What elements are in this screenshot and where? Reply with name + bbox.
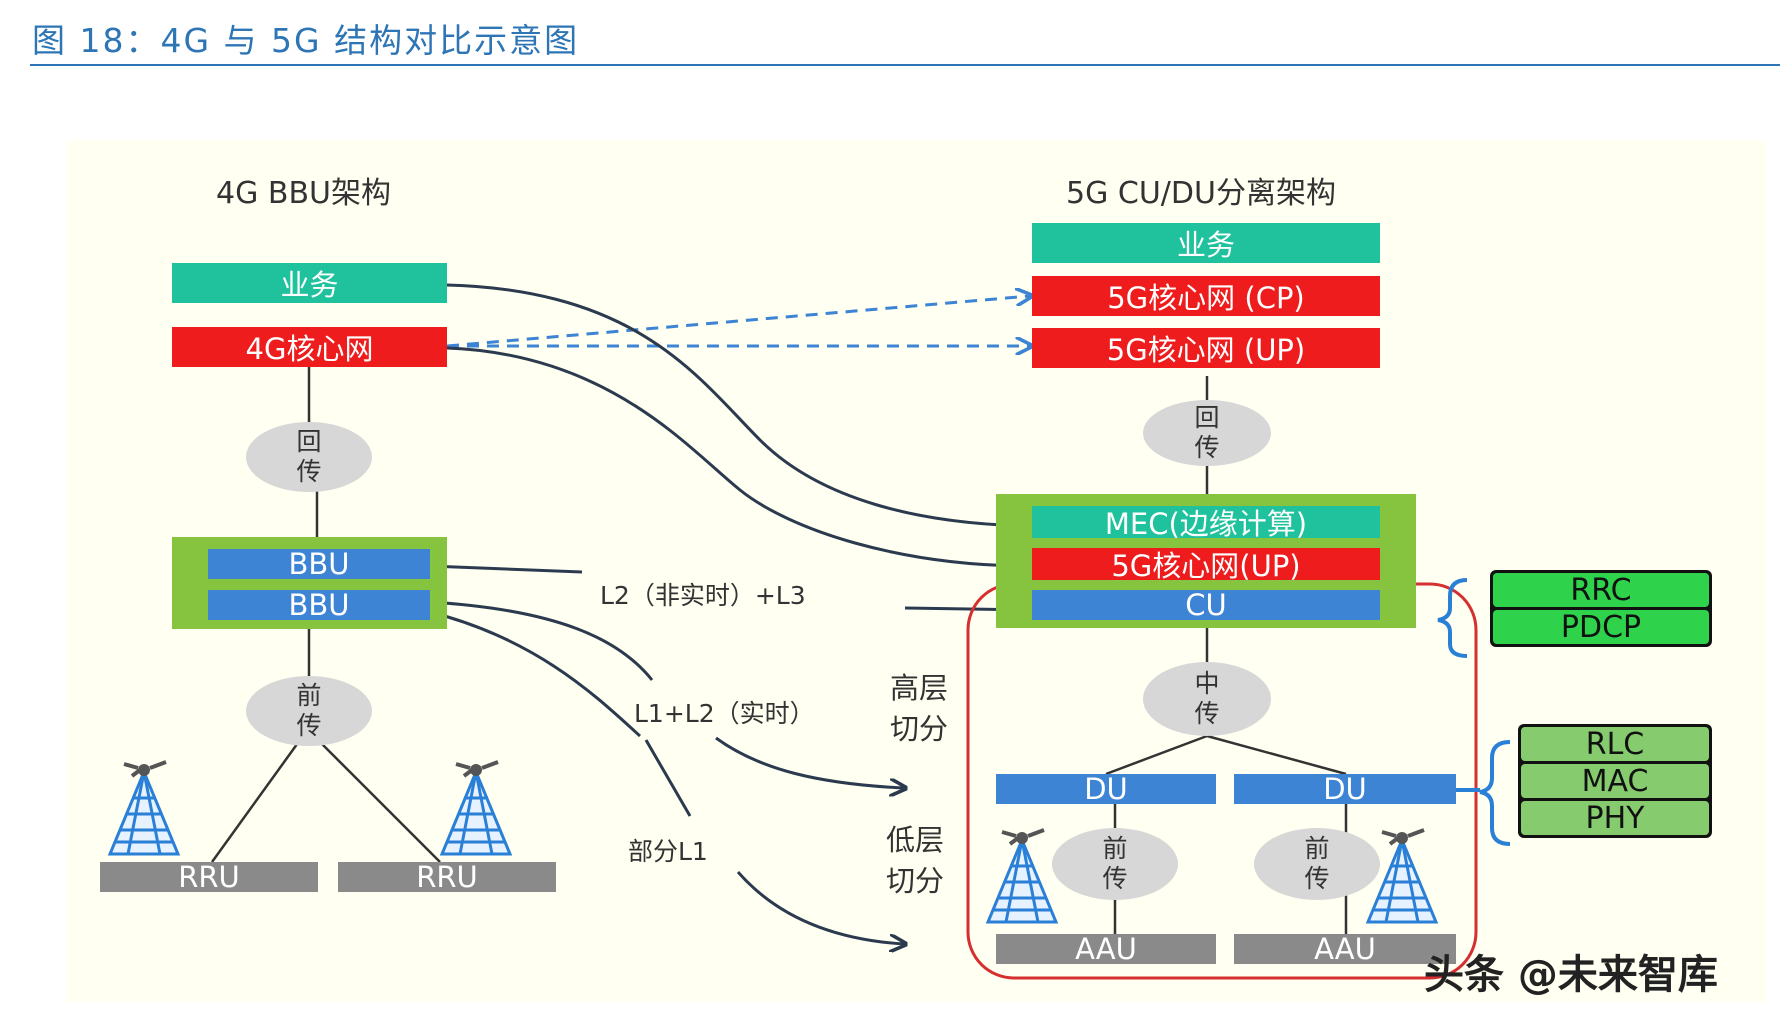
figure-title: 图 18：4G 与 5G 结构对比示意图 xyxy=(32,21,580,60)
curve-bbu-l1l2 xyxy=(429,600,654,681)
midhaul-ellipse: 中传 xyxy=(1143,662,1271,736)
layer-rrc: RRC xyxy=(1493,573,1709,608)
layer-rlc: RLC xyxy=(1521,727,1709,762)
mec-block: MEC(边缘计算) xyxy=(1032,506,1380,541)
dash-arrow-core-to-cp xyxy=(446,296,1030,348)
antenna-tower-icon xyxy=(986,828,1058,924)
left-service-block: 业务 xyxy=(172,263,447,303)
bbu-block-2: BBU xyxy=(208,588,430,622)
5g-core-up-block: 5G核心网 (UP) xyxy=(1032,328,1380,368)
right-backhaul-ellipse: 回传 xyxy=(1143,400,1271,466)
arrow-l1l2-to-high xyxy=(715,736,904,788)
antenna-tower-icon xyxy=(1366,828,1438,924)
line-to-partial-l1 xyxy=(644,739,692,817)
left-4g-core-block: 4G核心网 xyxy=(172,327,447,367)
antenna-tower-icon xyxy=(440,760,512,856)
layer-phy: PHY xyxy=(1521,801,1709,836)
label-l1-l2: L1+L2（实时） xyxy=(634,699,815,728)
aau-block-1: AAU xyxy=(996,932,1216,966)
right-heading: 5G CU/DU分离架构 xyxy=(1066,176,1336,211)
title-rule xyxy=(30,64,1780,66)
5g-core-up-edge-block: 5G核心网(UP) xyxy=(1032,548,1380,583)
layer-mac: MAC xyxy=(1521,764,1709,799)
du-block-1: DU xyxy=(996,772,1216,806)
line-bbu-l2l3 xyxy=(429,564,583,574)
du-block-2: DU xyxy=(1234,772,1456,806)
right-fronthaul-ellipse-1: 前传 xyxy=(1052,828,1178,900)
brace-du-layers xyxy=(1479,740,1511,846)
label-l2-l3: L2（非实时）+L3 xyxy=(600,581,806,610)
cu-block: CU xyxy=(1032,588,1380,622)
curve-service-to-mec xyxy=(446,283,1030,526)
rru-block-1: RRU xyxy=(100,860,318,894)
watermark: 头条 @未来智库 xyxy=(1424,952,1718,998)
5g-core-cp-block: 5G核心网 (CP) xyxy=(1032,276,1380,316)
arrow-partial-to-low xyxy=(736,871,904,944)
label-high-split: 高层切分 xyxy=(890,671,949,746)
link-midhaul-du2 xyxy=(1206,734,1347,776)
brace-cu-layers xyxy=(1437,578,1468,658)
left-backhaul-ellipse: 回传 xyxy=(246,422,372,492)
label-partial-l1: 部分L1 xyxy=(628,837,708,866)
label-low-split: 低层切分 xyxy=(886,823,945,898)
bbu-block-1: BBU xyxy=(208,547,430,581)
link-midhaul-du1 xyxy=(1105,734,1208,776)
curve-bbu-partial xyxy=(429,610,642,738)
link-fronthaul-rru1 xyxy=(210,739,302,863)
left-fronthaul-ellipse: 前传 xyxy=(246,676,372,746)
du-protocol-stack: RLC MAC PHY xyxy=(1518,724,1712,838)
rru-block-2: RRU xyxy=(338,860,556,894)
link-fronthaul-rru2 xyxy=(317,739,441,863)
right-fronthaul-ellipse-2: 前传 xyxy=(1254,828,1380,900)
antenna-tower-icon xyxy=(108,760,180,856)
right-service-block: 业务 xyxy=(1032,223,1380,263)
cu-protocol-stack: RRC PDCP xyxy=(1490,570,1712,647)
aau-block-2: AAU xyxy=(1234,932,1456,966)
layer-pdcp: PDCP xyxy=(1493,610,1709,645)
left-heading: 4G BBU架构 xyxy=(216,176,391,211)
curve-core-to-up xyxy=(446,346,1030,566)
